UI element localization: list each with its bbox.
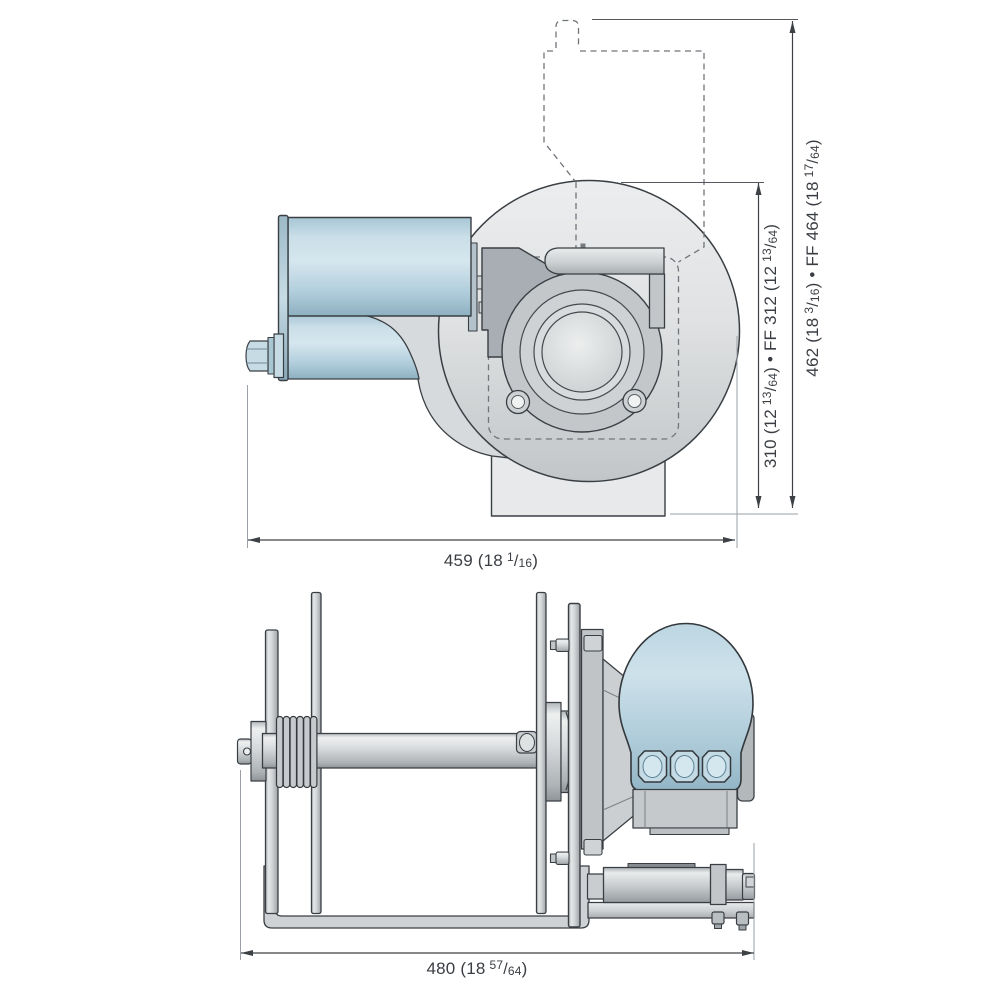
motor-body [287,216,472,317]
brake-clevis [586,873,605,900]
dim-close: ) [521,959,528,978]
brake-cap-detail [745,876,755,888]
dim-value: 459 (18 [443,551,503,570]
motor-base-lip [649,827,730,836]
brake-cylinder [602,866,712,904]
fraction-numerator: 57 [489,958,504,972]
fraction-numerator: 17 [802,163,816,178]
dim-value: 462 (18 [803,317,822,377]
clutch-hub-step [560,710,570,794]
dimension-arrow [723,537,735,543]
motor-housing [245,214,472,382]
fraction-numerator: 1 [506,550,514,564]
gearbox-flange [580,628,604,850]
fraction-denominator: 64 [507,964,522,978]
fraction-denominator: 64 [766,372,780,387]
dimension-arrow [789,496,796,508]
mounting-stud [549,851,570,866]
dimension-height-inner [621,182,798,515]
motor-hex-cap [669,750,700,783]
fraction-numerator: 13 [760,248,774,262]
dimension-width-bottom [240,770,755,960]
fraction-denominator: 64 [808,145,822,159]
dimension-label-height-outer: 462 (183/16) • FF 464 (1817/64) [802,139,823,377]
motor-base-seams [644,791,728,828]
dimension-arrow [241,950,253,956]
motor-lower-wedge [287,313,420,380]
deck-cutout-dashline [543,19,705,263]
brake-bolt-nut [714,923,722,929]
gearbox-bolt [583,634,603,652]
brake-assembly [586,863,756,931]
dimension-width-top [247,336,738,548]
stripper-bar [544,247,665,275]
dim-close: ) [532,551,539,570]
dim-value: 480 (18 [426,959,486,978]
brake-section [725,868,744,901]
barrel-key [519,733,535,752]
stripper-tick [580,243,586,250]
dimension-arrow [755,496,762,508]
flange-key-block [648,273,666,329]
gearbox-bolt [583,838,603,856]
cable-gland [245,333,285,379]
dimension-label-height-inner: 310 (1213/64) • FF 312 (1213/64) [760,223,781,469]
dim-close: ) [761,223,780,230]
motor-base-block [632,788,738,829]
fraction-numerator: 3 [802,306,816,314]
fraction-numerator: 13 [760,391,774,406]
dimension-height-outer [592,19,798,508]
brake-bolt [735,911,750,926]
drive-flange [501,271,663,433]
dimension-arrow [248,537,260,543]
fraction-denominator: 16 [808,288,822,303]
deck-plate [567,602,581,928]
drum-right-flange [535,591,547,915]
flange-bolt-ear [505,389,531,415]
brake-support-bar [587,901,755,919]
dim-mid: ) • FF 464 (18 [803,181,822,289]
brake-bolt [711,911,725,925]
motor-hex-cap [637,750,668,783]
dimension-arrow [755,183,762,195]
dimension-arrow [789,21,796,33]
dim-value: 310 (12 [761,409,780,469]
dimension-arrow [742,950,754,956]
motor-dome [618,622,754,792]
fraction-denominator: 64 [766,229,780,244]
fraction-slash: / [503,961,508,978]
brake-band-clamp [709,863,727,906]
fraction-slash: / [513,553,519,570]
clutch-hub [545,701,562,802]
mounting-stud [549,638,570,653]
bottom-view-drawing [236,591,756,960]
cotter-pin-hole [242,747,252,756]
brake-bolt-nut [738,924,747,931]
clutch-spring [275,715,318,789]
fraction-denominator: 16 [518,556,533,570]
flange-bolt-ear [622,388,647,414]
dim-mid: ) • FF 312 (12 [761,265,780,373]
motor-hex-cap [701,750,732,783]
top-view-drawing [245,19,798,548]
